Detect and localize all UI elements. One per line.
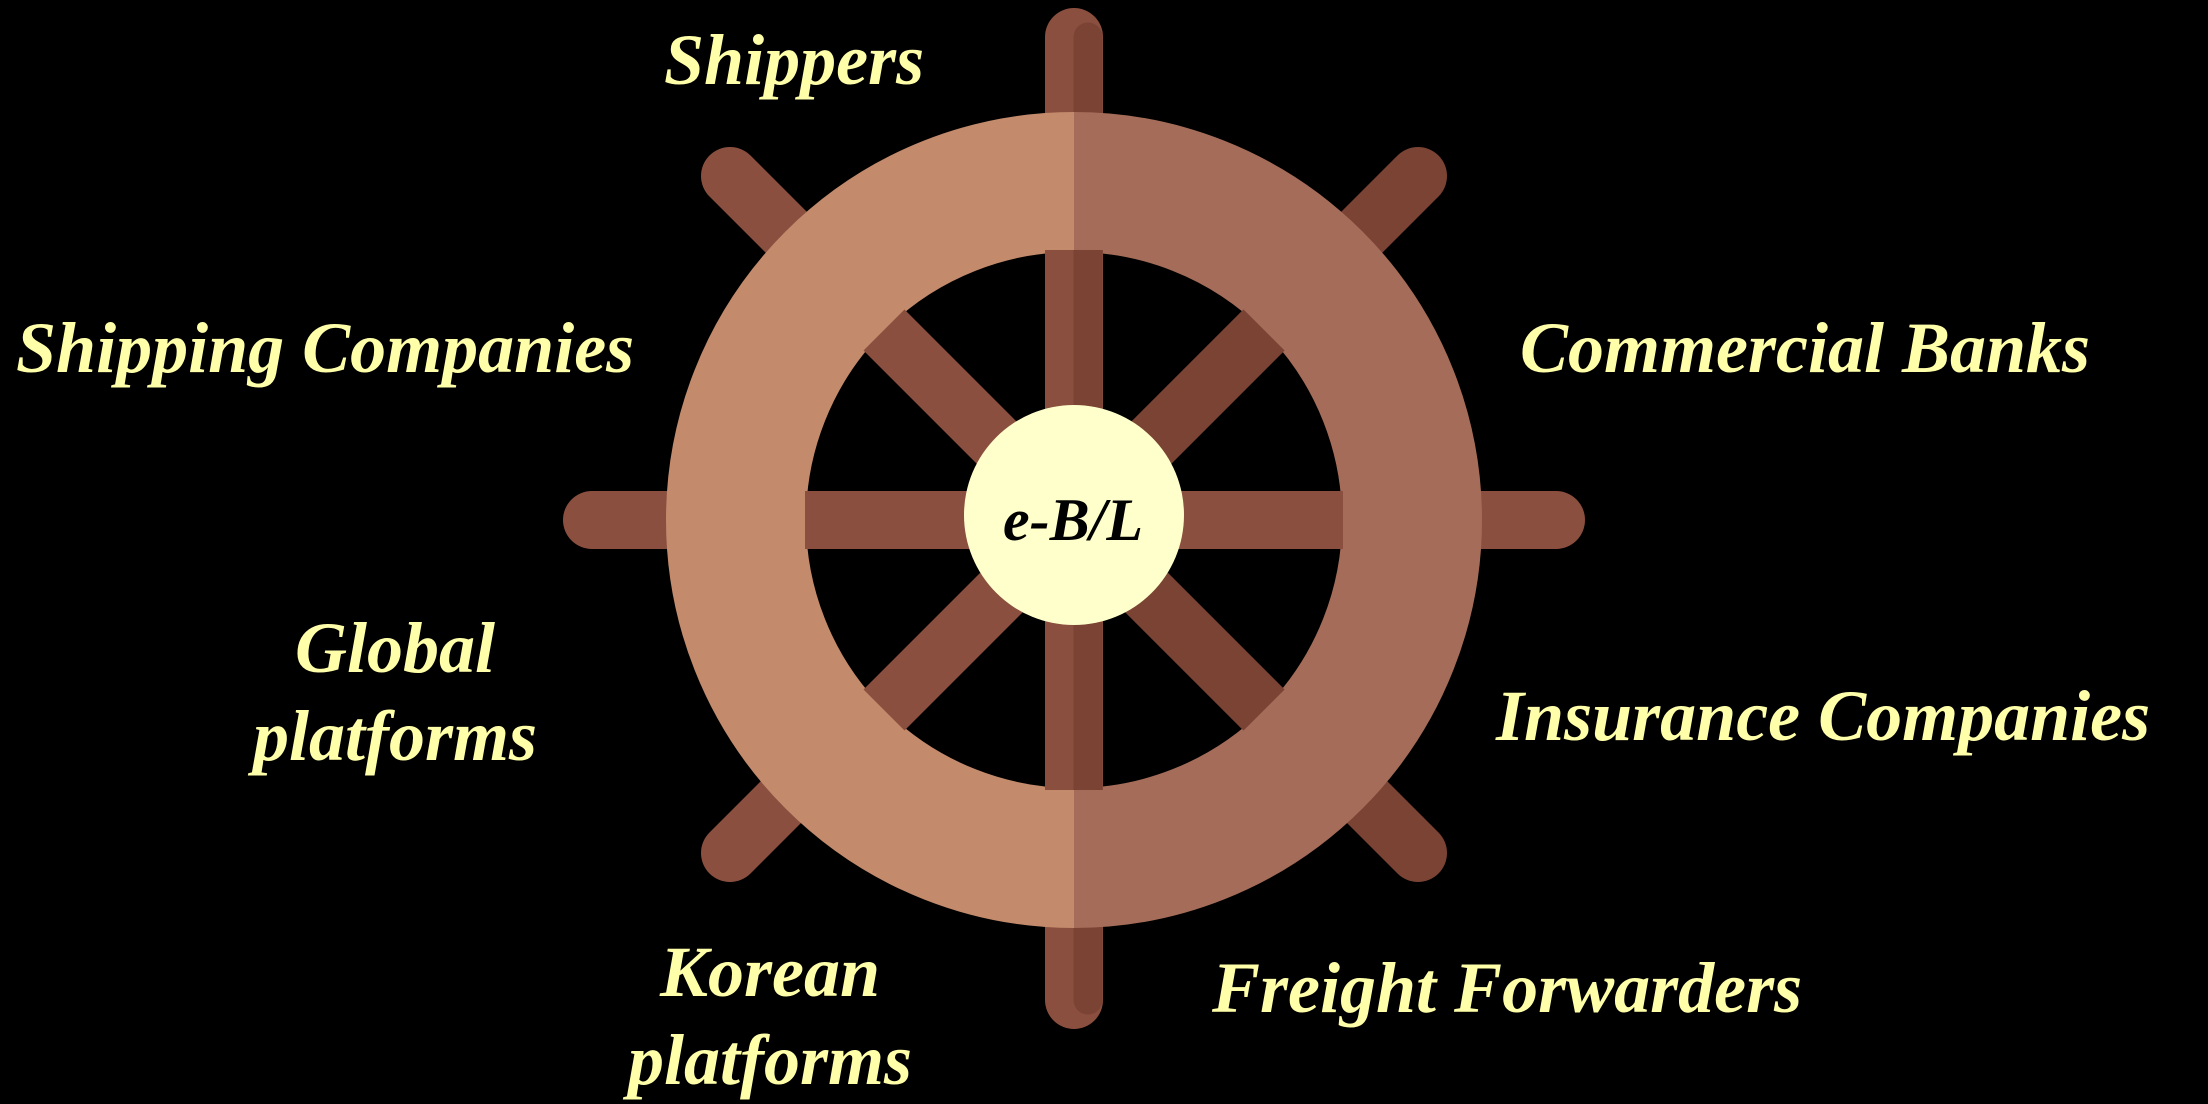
label-global-platforms-line2: platforms <box>200 692 590 780</box>
label-shippers: Shippers <box>664 16 924 104</box>
label-freight-forwarders: Freight Forwarders <box>1212 944 1802 1032</box>
label-korean-platforms: Korean platforms <box>580 928 960 1104</box>
label-insurance-companies: Insurance Companies <box>1496 672 2150 760</box>
hub-label: e-B/L <box>968 472 1178 568</box>
label-global-platforms: Global platforms <box>200 604 590 780</box>
label-commercial-banks: Commercial Banks <box>1520 304 2090 392</box>
label-global-platforms-line1: Global <box>200 604 590 692</box>
label-korean-platforms-line1: Korean <box>580 928 960 1016</box>
label-korean-platforms-line2: platforms <box>580 1016 960 1104</box>
label-shipping-companies: Shipping Companies <box>16 304 634 392</box>
